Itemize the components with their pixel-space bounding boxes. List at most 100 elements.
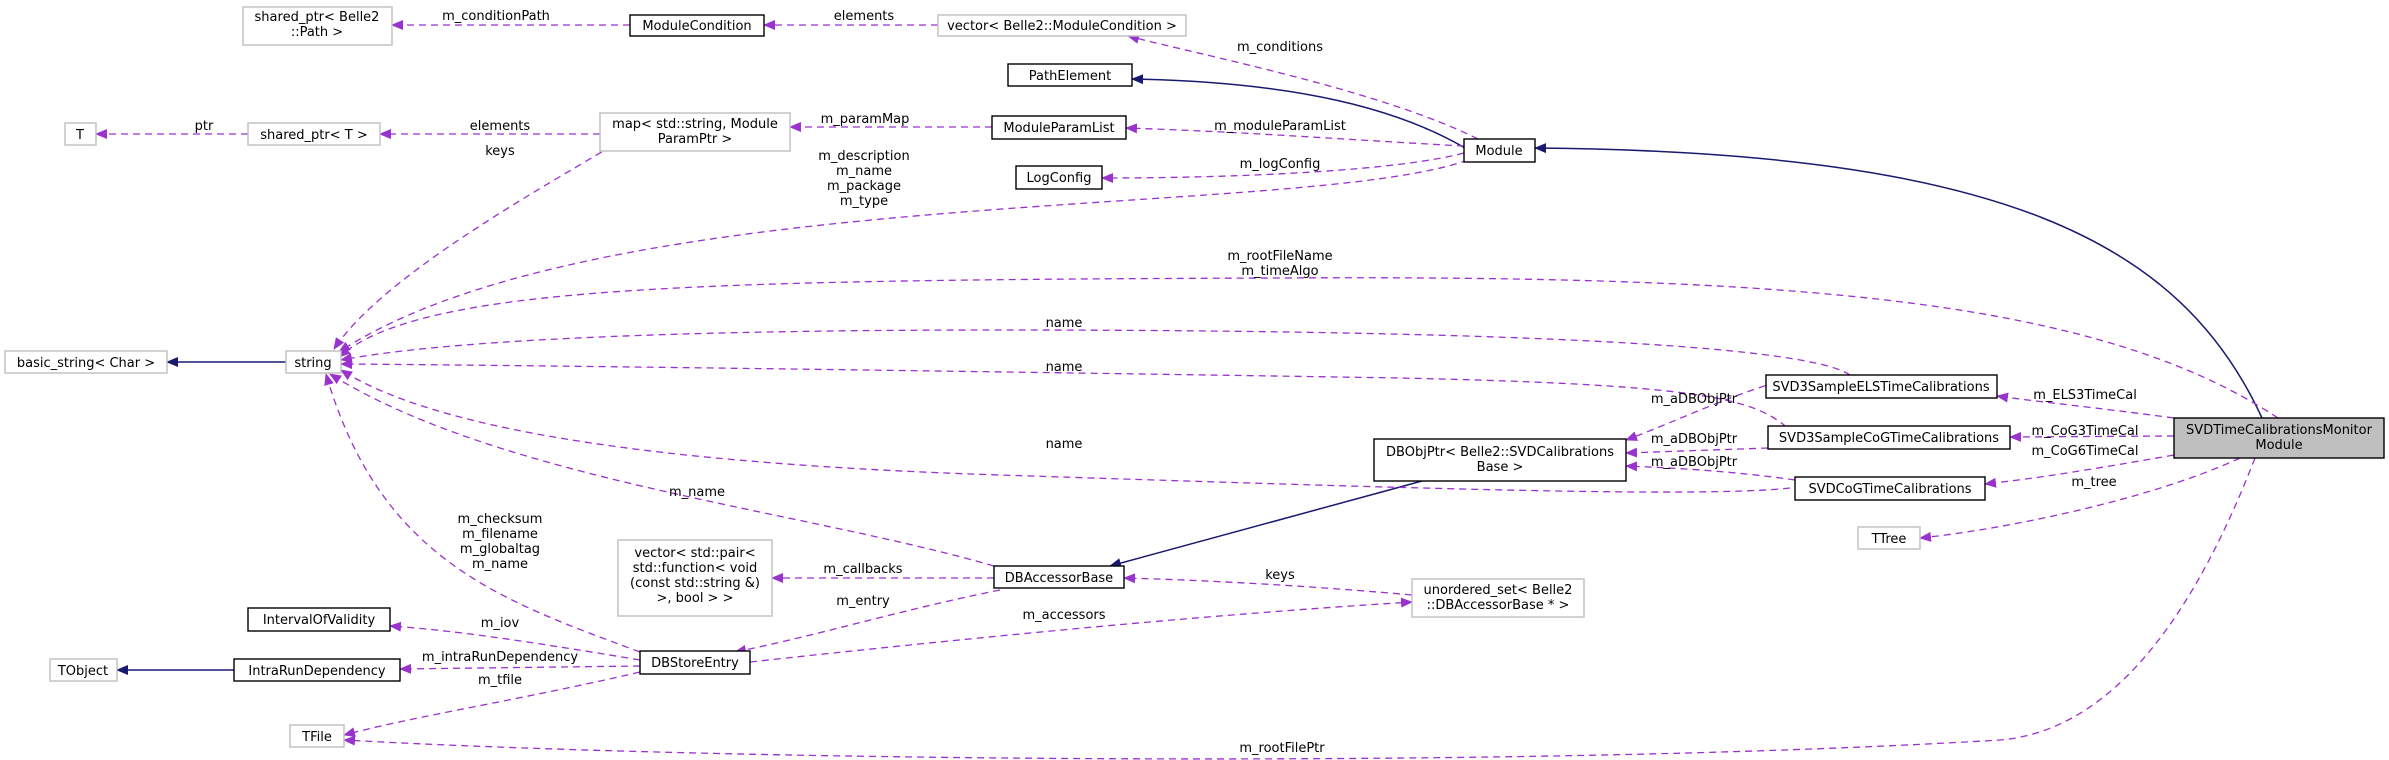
label-line: m_callbacks [823, 562, 902, 577]
label-line: m_moduleParamList [1214, 119, 1346, 134]
node-interval-of-validity[interactable]: IntervalOfValidity [247, 607, 391, 632]
label-name-2: name [1046, 360, 1083, 375]
label-m-cog3timecal: m_CoG3TimeCal [2031, 424, 2138, 439]
node-module[interactable]: Module [1463, 138, 1536, 163]
node-log-config[interactable]: LogConfig [1015, 165, 1103, 190]
label-line: m_aDBObjPtr [1651, 392, 1738, 407]
svg-text:shared_ptr< T >: shared_ptr< T > [260, 128, 367, 143]
label-m-tree: m_tree [2071, 475, 2116, 490]
node-line: >, bool > > [657, 591, 734, 606]
svg-text:PathElement: PathElement [1029, 69, 1111, 84]
node-module-param-list[interactable]: ModuleParamList [991, 115, 1127, 140]
svg-text:vector< std::pair<std::functio: vector< std::pair<std::function< void(co… [630, 546, 760, 606]
label-line: m_logConfig [1240, 157, 1321, 172]
node-db-store-entry[interactable]: DBStoreEntry [639, 650, 751, 675]
label-ptr: ptr [195, 119, 214, 134]
label-m-adbobjptr-1: m_aDBObjPtr [1651, 392, 1738, 407]
node-svd-cog-time-calibrations[interactable]: SVDCoGTimeCalibrations [1794, 476, 1986, 501]
label-line: m_checksum [458, 512, 543, 527]
label-line: m_timeAlgo [1241, 264, 1318, 279]
svg-text:Module: Module [1475, 144, 1522, 159]
node-vector-pair-function[interactable]: vector< std::pair<std::function< void(co… [617, 539, 773, 617]
label-line: m_intraRunDependency [422, 650, 578, 665]
node-unordered-set-dbaccessorbase[interactable]: unordered_set< Belle2::DBAccessorBase * … [1411, 578, 1585, 618]
edge-map-to-string [333, 145, 613, 350]
label-m-accessors: m_accessors [1022, 608, 1105, 623]
label-elements-mc: elements [834, 9, 895, 24]
edge-main-to-tfile [343, 457, 2256, 760]
svg-text:SVD3SampleCoGTimeCalibrations: SVD3SampleCoGTimeCalibrations [1779, 431, 1999, 446]
label-line: m_entry [836, 594, 890, 609]
edge-module-to-moduleparamlist [1125, 123, 1465, 147]
svg-text:basic_string< Char >: basic_string< Char > [17, 356, 155, 371]
node-line: ParamPtr > [658, 132, 733, 147]
label-line: m_globaltag [460, 542, 540, 557]
node-line: IntraRunDependency [248, 664, 386, 679]
edge-main-to-cog6 [1984, 454, 2175, 488]
label-line: m_rootFileName [1227, 249, 1332, 264]
node-line: ModuleParamList [1003, 121, 1114, 136]
label-name-1: name [1046, 316, 1083, 331]
label-keys-map: keys [485, 144, 515, 159]
edge-module-to-pathelement [1131, 74, 1466, 149]
edge-cog3-to-dbobjptr [1625, 447, 1769, 458]
svg-text:IntraRunDependency: IntraRunDependency [248, 664, 386, 679]
node-path-element[interactable]: PathElement [1007, 63, 1133, 87]
label-m-iov: m_iov [481, 616, 520, 631]
node-line: ::Path > [291, 25, 343, 40]
edge-dbaccessorbase-to-dbstoreentry [734, 589, 1001, 655]
edge-dbstoreentry-to-uset [749, 597, 1413, 663]
node-line: LogConfig [1027, 171, 1092, 186]
node-tobject[interactable]: TObject [49, 658, 118, 682]
node-shared-ptr-path[interactable]: shared_ptr< Belle2::Path > [242, 6, 393, 46]
label-m-tfile: m_tfile [478, 673, 522, 688]
label-line: elements [834, 9, 895, 24]
node-module-condition[interactable]: ModuleCondition [629, 14, 765, 37]
svg-text:SVD3SampleELSTimeCalibrations: SVD3SampleELSTimeCalibrations [1772, 380, 1989, 395]
node-string[interactable]: string [285, 350, 342, 374]
svg-text:LogConfig: LogConfig [1027, 171, 1092, 186]
node-line: SVD3SampleCoGTimeCalibrations [1779, 431, 1999, 446]
node-tfile[interactable]: TFile [289, 724, 345, 748]
label-m-logconfig: m_logConfig [1240, 157, 1321, 172]
edge-main-to-ttree [1919, 457, 2241, 542]
label-line: m_conditionPath [442, 9, 550, 24]
node-line: Module [1475, 144, 1522, 159]
node-vector-module-condition[interactable]: vector< Belle2::ModuleCondition > [937, 14, 1187, 37]
node-line: vector< Belle2::ModuleCondition > [947, 19, 1177, 34]
label-m-adbobjptr-2: m_aDBObjPtr [1651, 432, 1738, 447]
node-db-accessor-base[interactable]: DBAccessorBase [993, 565, 1125, 589]
node-line: DBAccessorBase [1005, 571, 1113, 586]
node-line: DBStoreEntry [651, 656, 739, 671]
label-m-moduleparamlist: m_moduleParamList [1214, 119, 1346, 134]
node-intra-run-dependency[interactable]: IntraRunDependency [233, 658, 401, 682]
node-svd3-cog-time-calibrations[interactable]: SVD3SampleCoGTimeCalibrations [1767, 425, 2011, 450]
nodes: shared_ptr< Belle2::Path > ModuleConditi… [4, 6, 2385, 748]
label-m-name-dba: m_name [669, 485, 725, 500]
edge-main-to-module [1534, 143, 2263, 419]
label-line: m_tfile [478, 673, 522, 688]
node-t[interactable]: T [64, 122, 97, 146]
node-line: T [75, 128, 84, 143]
node-ttree[interactable]: TTree [1857, 526, 1921, 550]
label-line: m_type [840, 194, 888, 209]
node-shared-ptr-t[interactable]: shared_ptr< T > [247, 122, 381, 146]
label-line: name [1046, 360, 1083, 375]
svg-text:ModuleParamList: ModuleParamList [1003, 121, 1114, 136]
node-basic-string[interactable]: basic_string< Char > [4, 350, 168, 374]
edge-module-to-logconfig [1101, 152, 1465, 183]
edge-els3-to-string [340, 329, 1851, 376]
svg-text:TTree: TTree [1871, 532, 1907, 547]
svg-text:TFile: TFile [301, 730, 332, 745]
node-svd3-els-time-calibrations[interactable]: SVD3SampleELSTimeCalibrations [1765, 374, 1998, 399]
label-m-rootfileptr: m_rootFilePtr [1239, 741, 1325, 756]
edge-dbobjptr-to-dbaccessorbase [1109, 480, 1423, 568]
label-line: keys [485, 144, 515, 159]
